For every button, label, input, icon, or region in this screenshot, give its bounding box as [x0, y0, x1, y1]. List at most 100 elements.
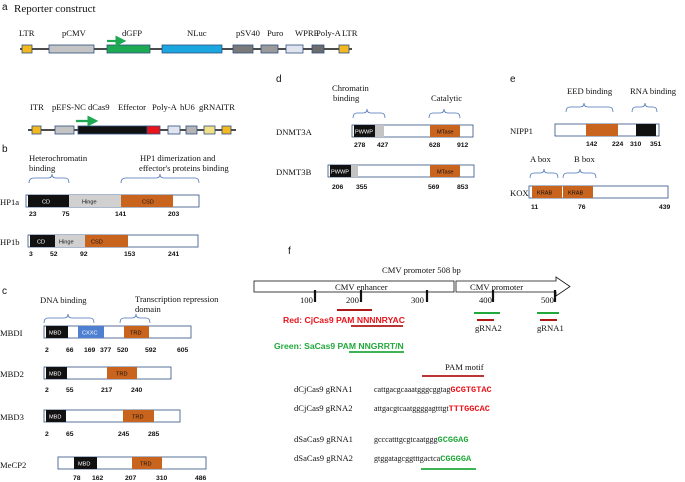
d-dnmt3b-mtase-label: MTase	[437, 170, 453, 176]
e-kox1-krab-b-label: KRAB	[568, 191, 584, 197]
a-box-psv40	[232, 44, 254, 54]
e-nipp1-n2: 224	[612, 141, 624, 148]
e-kox1-n3: 439	[659, 204, 671, 211]
d-annot-left-2: binding	[333, 93, 360, 103]
b-hp1b-hinge-label: Hinge	[59, 240, 74, 246]
c-mbdi-trd-label: TRD	[130, 331, 142, 337]
c-mecp2-mbd	[74, 457, 97, 469]
c-mbd2-mbd-label: MBD	[49, 372, 61, 378]
b-hp1a-hinge-label: Hinge	[82, 200, 97, 206]
b-hp1b-hinge	[55, 235, 85, 247]
b-hp1a-n2: 75	[62, 211, 70, 218]
d-brace-left	[352, 108, 386, 119]
f-sa-legend: Green: SaCas9 PAM NNGRRT/N	[274, 341, 404, 351]
a-label-effector: Effector	[118, 102, 146, 112]
c-mbd2-n2: 55	[66, 387, 74, 394]
b-annot-right-2: effector's proteins binding	[139, 163, 229, 173]
panel-d: d Chromatin binding Catalytic DNMT3A PWW…	[276, 74, 475, 191]
e-nipp1-rna	[636, 124, 656, 136]
f-guide-2-spacer: attgacgtcaatggggagtttgt	[374, 404, 449, 413]
f-ticklabel-500: 500	[541, 295, 554, 305]
c-mbdi-n5: 520	[117, 347, 129, 354]
f-guide-2-label: dCjCas9 gRNA2	[294, 403, 353, 413]
b-hp1b-csd	[85, 235, 128, 247]
f-promoter-arrow	[455, 276, 571, 297]
d-dnmt3b-mtase	[430, 165, 460, 177]
f-guide-1-pam: GCGTGTAC	[450, 385, 491, 395]
panel-e-letter: e	[510, 74, 516, 85]
f-guide-4-seq: gtggatagcggtttgactcaCGGGGA	[374, 454, 472, 464]
b-hp1b-csd-label: CSD	[91, 240, 103, 246]
e-annot-a: A box	[530, 154, 551, 164]
a-box-grna	[203, 125, 216, 135]
f-guide-4-label: dSaCas9 gRNA2	[294, 453, 353, 463]
c-mecp2-name: MeCP2	[0, 460, 26, 470]
c-mecp2-trd-label: TRD	[140, 462, 152, 468]
a-box-dcas9	[77, 125, 148, 135]
panel-b: b Heterochromatin binding HP1 dimerizati…	[0, 144, 229, 258]
a-box-pcmv	[48, 44, 95, 54]
b-hp1b-n4: 153	[124, 251, 136, 258]
a-label-polya: Poly-A	[316, 28, 342, 38]
f-ticklabel-200: 200	[346, 295, 359, 305]
c-mbd2-name: MBD2	[0, 369, 24, 379]
d-dnmt3a-n3: 628	[429, 142, 441, 149]
d-dnmt3a-n2: 427	[377, 142, 389, 149]
b-hp1a-csd	[121, 195, 173, 207]
c-mbdi-n3: 169	[84, 347, 96, 354]
e-kox1-name: KOX1	[510, 188, 533, 198]
c-brace-right	[119, 313, 151, 324]
c-mbd3-trd	[123, 410, 154, 422]
c-mbd3-name: MBD3	[0, 412, 24, 422]
c-mbd3-n1: 2	[45, 431, 49, 438]
a-label-grna: gRNA	[199, 102, 222, 112]
e-brace-right	[631, 102, 658, 113]
d-annot-left-1: Chromatin	[332, 83, 369, 93]
a-box-hu6	[185, 125, 198, 135]
f-guide-2-pam: TTTGGCAC	[449, 404, 490, 414]
d-dnmt3a-mtase	[430, 125, 460, 137]
c-mbd2-mbd	[46, 367, 67, 379]
f-guide-4-pam: CGGGGA	[440, 454, 472, 464]
b-hp1a-csd-label: CSD	[142, 200, 154, 206]
b-hp1b-name: HP1b	[0, 237, 20, 247]
f-cj-pam: NNNNRYAC	[357, 315, 405, 325]
f-guide-3-spacer: gcccatttgcgtcaatggg	[374, 435, 438, 444]
c-mbd3-mbd-label: MBD	[49, 415, 61, 421]
b-hp1b-n5: 241	[168, 251, 180, 258]
c-mbd2-trd	[107, 367, 137, 379]
f-pam-motif: PAM motif	[445, 362, 484, 372]
f-guide-1-label: dCjCas9 gRNA1	[294, 384, 353, 394]
c-mbdi-trd	[124, 326, 149, 338]
a-box-ltr-1	[21, 44, 33, 54]
f-guide-3-label: dSaCas9 gRNA1	[294, 434, 353, 444]
a-label-pcmv: pCMV	[62, 28, 87, 38]
d-dnmt3b-pwwp-label: PWWP	[331, 170, 349, 176]
d-dnmt3a-name: DNMT3A	[276, 127, 313, 137]
d-dnmt3b-pwwp-tail	[351, 165, 358, 177]
e-annot-b: B box	[574, 154, 595, 164]
c-mecp2-n2: 162	[92, 475, 104, 482]
a-label-polya-2: Poly-A	[152, 102, 178, 112]
c-mbdi-n6: 592	[145, 347, 157, 354]
d-dnmt3a-mtase-label: MTase	[437, 130, 453, 136]
panel-f-letter: f	[288, 246, 291, 257]
panel-a: a Reporter construct LTR pCMV dGFP NLuc …	[2, 2, 358, 135]
a-label-dcas9: dCas9	[88, 102, 109, 112]
b-hp1b-n3: 92	[80, 251, 88, 258]
b-hp1b-n1: 3	[29, 251, 33, 258]
e-annot-right: RNA binding	[630, 86, 677, 96]
a-box-dgfp	[106, 44, 151, 54]
a-box-puro	[260, 44, 279, 54]
c-mecp2-n5: 486	[195, 475, 207, 482]
b-annot-left-2: binding	[29, 163, 56, 173]
d-dnmt3a-pwwp-label: PWWP	[355, 130, 373, 136]
a-box-itr-1	[31, 125, 42, 135]
e-annot-left: EED binding	[567, 86, 613, 96]
f-ticklabel-400: 400	[479, 295, 492, 305]
b-brace-left	[28, 173, 70, 184]
e-kox1-krab-b	[563, 186, 593, 198]
f-promoter-label: CMV promoter	[470, 282, 523, 292]
c-mbdi-cxxc-label: CXXC	[82, 331, 98, 337]
